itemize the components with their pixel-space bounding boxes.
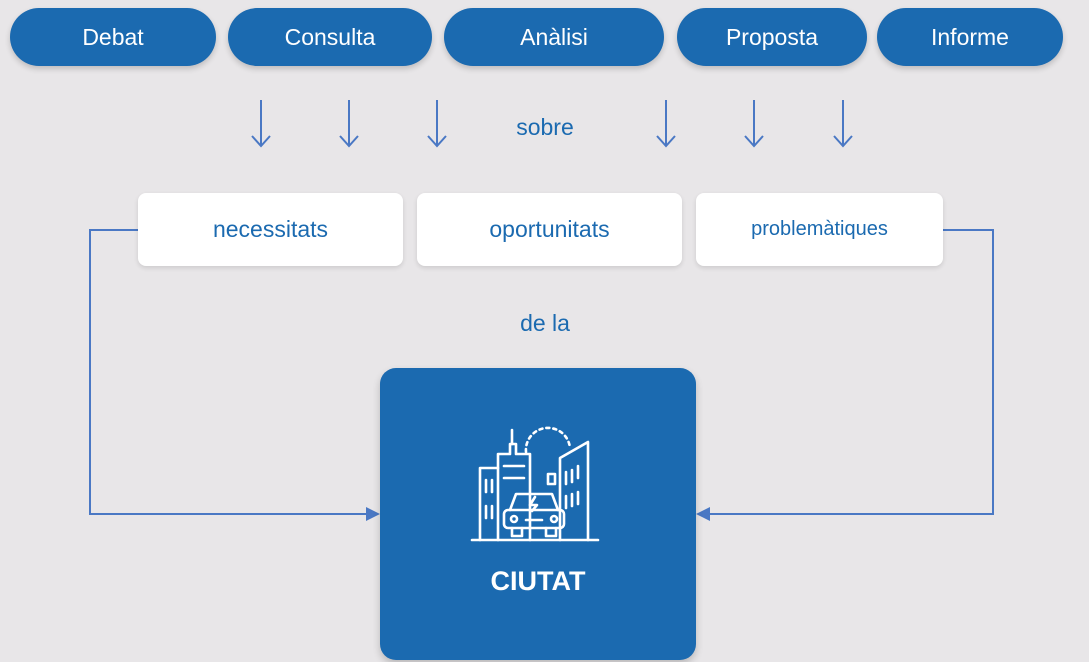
city-box: CIUTAT [380,368,696,660]
down-arrow-icon [744,100,764,148]
down-arrow-icon [427,100,447,148]
down-arrow-icon [339,100,359,148]
city-buildings-car-icon [470,426,600,542]
right-arrowhead-icon [366,507,380,521]
pill-analisi: Anàlisi [444,8,664,66]
topic-oportunitats: oportunitats [417,193,682,266]
connector-word-sobre: sobre [516,114,574,140]
pill-consulta: Consulta [228,8,432,66]
pill-proposta: Proposta [677,8,867,66]
down-arrow-icon [656,100,676,148]
city-label: CIUTAT [490,566,586,596]
pill-informe: Informe [877,8,1063,66]
topic-problematiques: problemàtiques [696,193,943,266]
connector-word-de-la: de la [520,310,570,336]
down-arrow-icon [251,100,271,148]
pill-debat: Debat [10,8,216,66]
left-arrowhead-icon [696,507,710,521]
topic-necessitats: necessitats [138,193,403,266]
down-arrow-icon [833,100,853,148]
